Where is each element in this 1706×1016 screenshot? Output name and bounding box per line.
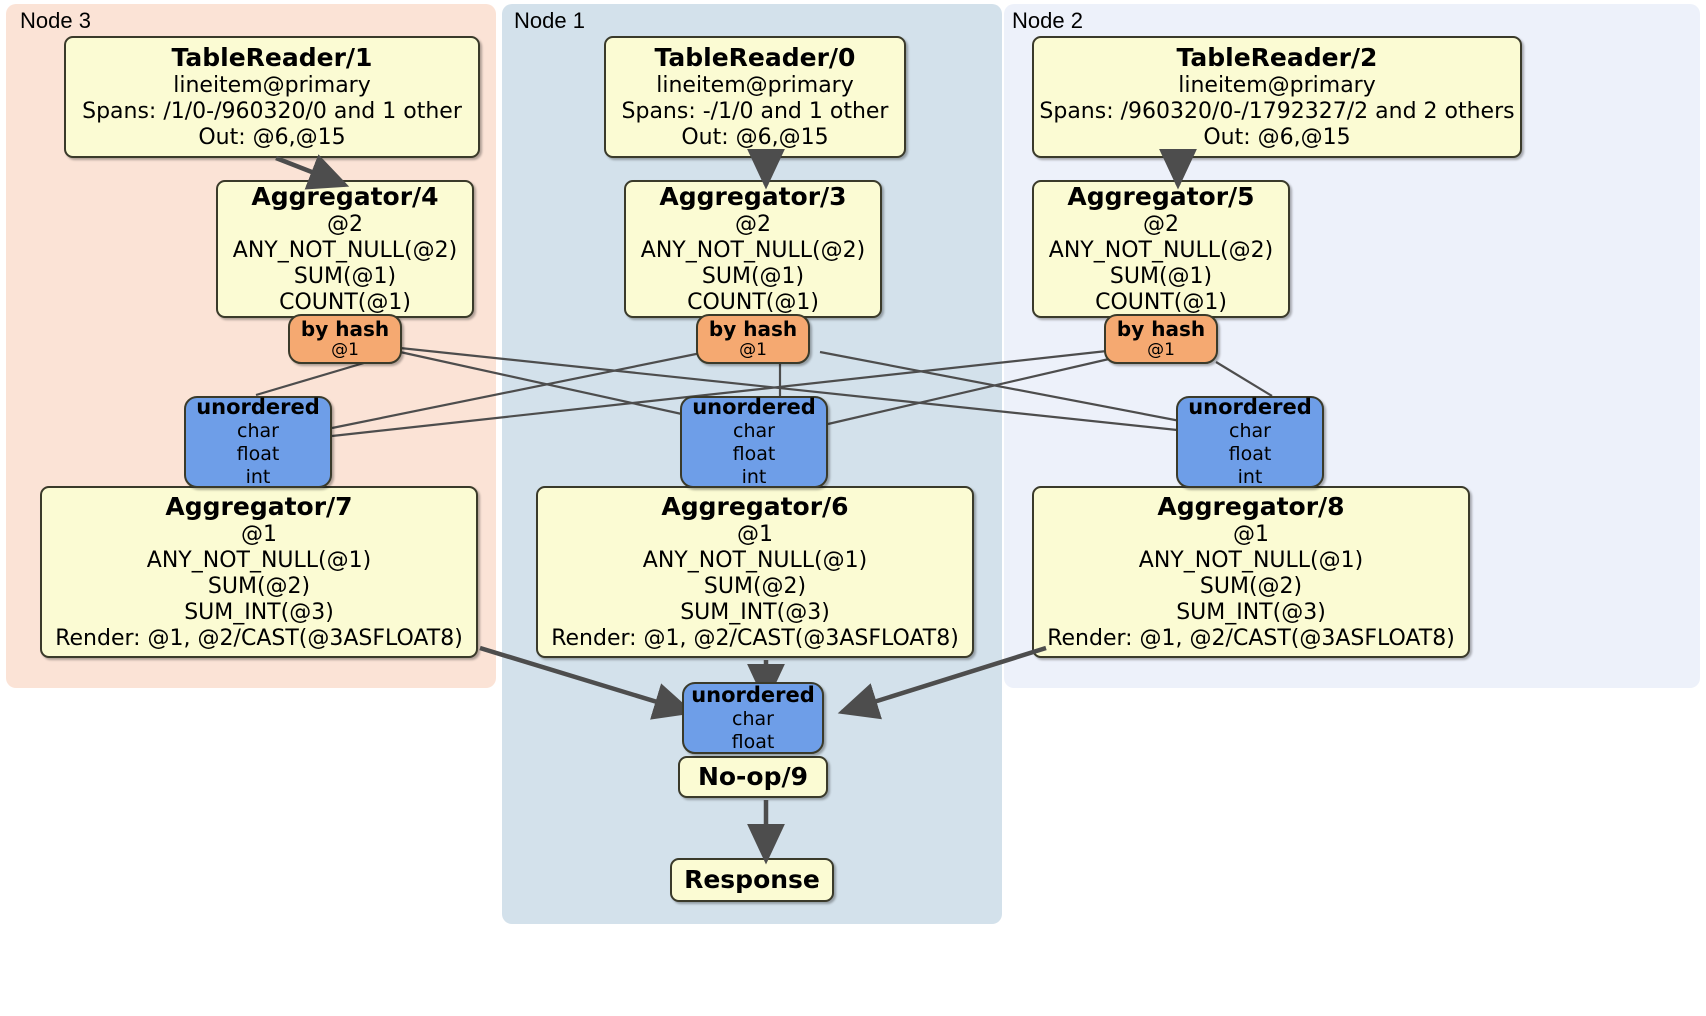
router-key: @1 <box>1147 339 1175 360</box>
node-table: lineitem@primary <box>1178 72 1376 98</box>
aggregator-6[interactable]: Aggregator/6 @1 ANY_NOT_NULL(@1) SUM(@2)… <box>536 486 974 658</box>
node-spans: Spans: /960320/0-/1792327/2 and 2 others <box>1039 98 1515 124</box>
receiver-unordered-middle[interactable]: unordered char float int <box>680 395 828 488</box>
receiver-unordered-final[interactable]: unordered char float <box>682 682 824 754</box>
node-agg-2: COUNT(@1) <box>279 289 411 315</box>
node-agg-1: SUM(@1) <box>293 263 397 289</box>
panel-node-1-label: Node 1 <box>514 8 585 33</box>
receiver-type-1: float <box>236 443 280 466</box>
table-reader-0[interactable]: TableReader/0 lineitem@primary Spans: -/… <box>604 36 906 158</box>
receiver-type-1: float <box>732 443 776 466</box>
node-title: Aggregator/6 <box>661 492 849 522</box>
panel-node-3-label: Node 3 <box>20 8 91 33</box>
node-group: @1 <box>737 521 773 547</box>
node-out: Out: @6,@15 <box>1203 124 1351 150</box>
aggregator-4[interactable]: Aggregator/4 @2 ANY_NOT_NULL(@2) SUM(@1)… <box>216 180 474 318</box>
panel-node-2-label: Node 2 <box>1012 8 1083 33</box>
node-out: Out: @6,@15 <box>681 124 829 150</box>
hash-router-left[interactable]: by hash @1 <box>288 314 402 364</box>
node-spans: Spans: -/1/0 and 1 other <box>621 98 889 124</box>
node-title: TableReader/2 <box>1176 43 1378 73</box>
response-node[interactable]: Response <box>670 858 834 902</box>
node-title: Aggregator/5 <box>1067 182 1255 212</box>
node-title: Response <box>684 865 820 895</box>
node-agg-0: ANY_NOT_NULL(@1) <box>642 547 868 573</box>
node-table: lineitem@primary <box>173 72 371 98</box>
receiver-title: unordered <box>692 395 816 420</box>
receiver-unordered-left[interactable]: unordered char float int <box>184 395 332 488</box>
router-title: by hash <box>1116 316 1206 341</box>
hash-router-right[interactable]: by hash @1 <box>1104 314 1218 364</box>
node-agg-2: COUNT(@1) <box>687 289 819 315</box>
router-key: @1 <box>331 339 359 360</box>
receiver-title: unordered <box>196 395 320 420</box>
node-agg-0: ANY_NOT_NULL(@1) <box>146 547 372 573</box>
node-title: TableReader/1 <box>171 43 373 73</box>
node-title: No-op/9 <box>697 762 809 792</box>
node-agg-0: ANY_NOT_NULL(@2) <box>640 237 866 263</box>
node-agg-0: ANY_NOT_NULL(@1) <box>1138 547 1364 573</box>
receiver-type-2: int <box>245 466 271 488</box>
node-group: @1 <box>241 521 277 547</box>
node-agg-2: SUM_INT(@3) <box>1176 599 1326 625</box>
aggregator-8[interactable]: Aggregator/8 @1 ANY_NOT_NULL(@1) SUM(@2)… <box>1032 486 1470 658</box>
node-title: Aggregator/8 <box>1157 492 1345 522</box>
node-agg-1: SUM(@2) <box>207 573 311 599</box>
aggregator-7[interactable]: Aggregator/7 @1 ANY_NOT_NULL(@1) SUM(@2)… <box>40 486 478 658</box>
node-group: @2 <box>327 211 363 237</box>
node-render: Render: @1, @2/CAST(@3ASFLOAT8) <box>1047 625 1455 651</box>
aggregator-3[interactable]: Aggregator/3 @2 ANY_NOT_NULL(@2) SUM(@1)… <box>624 180 882 318</box>
node-title: TableReader/0 <box>654 43 856 73</box>
node-title: Aggregator/4 <box>251 182 439 212</box>
node-agg-1: SUM(@1) <box>701 263 805 289</box>
router-key: @1 <box>739 339 767 360</box>
node-group: @1 <box>1233 521 1269 547</box>
node-group: @2 <box>1143 211 1179 237</box>
node-agg-1: SUM(@1) <box>1109 263 1213 289</box>
node-table: lineitem@primary <box>656 72 854 98</box>
node-agg-2: SUM_INT(@3) <box>680 599 830 625</box>
receiver-type-0: char <box>237 420 279 443</box>
receiver-type-0: char <box>733 420 775 443</box>
table-reader-2[interactable]: TableReader/2 lineitem@primary Spans: /9… <box>1032 36 1522 158</box>
receiver-unordered-right[interactable]: unordered char float int <box>1176 395 1324 488</box>
node-spans: Spans: /1/0-/960320/0 and 1 other <box>82 98 462 124</box>
receiver-type-2: int <box>741 466 767 488</box>
no-op-9[interactable]: No-op/9 <box>678 756 828 798</box>
receiver-type-1: float <box>1228 443 1272 466</box>
aggregator-5[interactable]: Aggregator/5 @2 ANY_NOT_NULL(@2) SUM(@1)… <box>1032 180 1290 318</box>
receiver-type-1: float <box>731 730 775 753</box>
node-agg-1: SUM(@2) <box>1199 573 1303 599</box>
router-title: by hash <box>300 316 390 341</box>
receiver-type-2: int <box>1237 466 1263 488</box>
receiver-type-0: char <box>1229 420 1271 443</box>
router-title: by hash <box>708 316 798 341</box>
receiver-title: unordered <box>1188 395 1312 420</box>
node-agg-2: COUNT(@1) <box>1095 289 1227 315</box>
node-agg-1: SUM(@2) <box>703 573 807 599</box>
hash-router-middle[interactable]: by hash @1 <box>696 314 810 364</box>
node-agg-0: ANY_NOT_NULL(@2) <box>232 237 458 263</box>
node-render: Render: @1, @2/CAST(@3ASFLOAT8) <box>551 625 959 651</box>
node-group: @2 <box>735 211 771 237</box>
node-title: Aggregator/3 <box>659 182 847 212</box>
node-agg-0: ANY_NOT_NULL(@2) <box>1048 237 1274 263</box>
table-reader-1[interactable]: TableReader/1 lineitem@primary Spans: /1… <box>64 36 480 158</box>
node-title: Aggregator/7 <box>165 492 353 522</box>
receiver-type-0: char <box>732 707 774 730</box>
node-render: Render: @1, @2/CAST(@3ASFLOAT8) <box>55 625 463 651</box>
node-agg-2: SUM_INT(@3) <box>184 599 334 625</box>
node-out: Out: @6,@15 <box>198 124 346 150</box>
receiver-title: unordered <box>691 682 815 707</box>
